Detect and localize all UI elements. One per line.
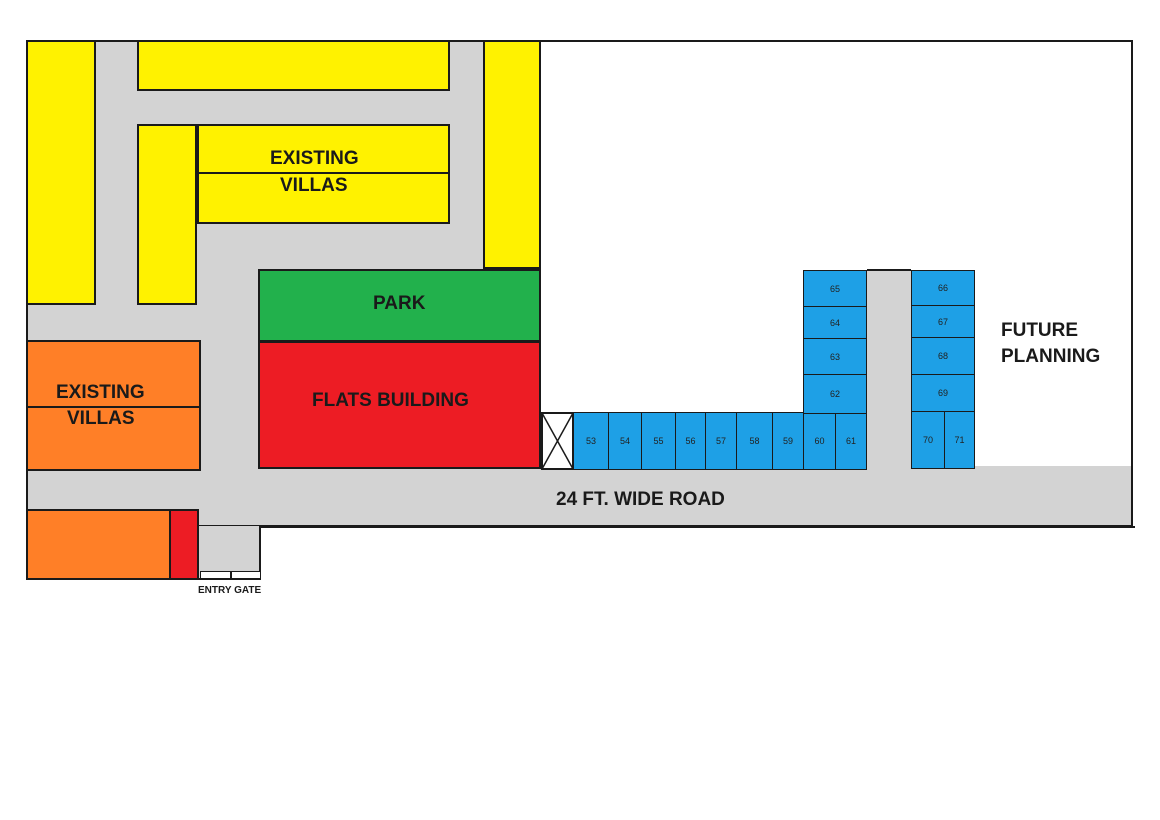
plot-54: 54 (608, 412, 642, 470)
crossed-box (541, 412, 574, 470)
plot-57: 57 (705, 412, 737, 470)
plot-67: 67 (911, 305, 975, 338)
outside-area (261, 528, 1151, 608)
park-label: PARK (373, 293, 426, 314)
future-planning-label-2: PLANNING (1001, 346, 1101, 367)
road-label: 24 FT. WIDE ROAD (556, 489, 725, 510)
yellow-villa-1 (26, 40, 96, 305)
plot-58: 58 (736, 412, 773, 470)
existing-villas-label-2: VILLAS (280, 175, 348, 196)
plot-68: 68 (911, 337, 975, 375)
flats-building (258, 341, 541, 469)
orange-villa-1 (26, 340, 201, 408)
orange-villas-label-2: VILLAS (67, 408, 135, 429)
entry-gate-label: ENTRY GATE (198, 585, 262, 596)
plot-60: 60 (803, 412, 836, 470)
outside-area-edge (259, 526, 1135, 528)
yellow-villa-5 (197, 172, 450, 224)
flats-building-label: FLATS BUILDING (312, 390, 469, 411)
yellow-villa-2 (137, 40, 450, 91)
orange-villa-3 (26, 509, 171, 580)
yellow-villa-6 (483, 40, 541, 269)
internal-road (867, 269, 911, 469)
plot-55: 55 (641, 412, 676, 470)
yellow-villa-4 (197, 124, 450, 174)
future-planning-label-1: FUTURE (1001, 320, 1079, 341)
yellow-villa-3 (137, 124, 197, 305)
plot-62: 62 (803, 374, 867, 414)
existing-villas-label-1: EXISTING (270, 148, 359, 169)
plot-59: 59 (772, 412, 804, 470)
orange-villas-label-1: EXISTING (56, 382, 145, 403)
red-gate-block (169, 509, 199, 580)
orange-villa-2 (26, 406, 201, 471)
plot-64: 64 (803, 306, 867, 339)
plot-65: 65 (803, 270, 867, 307)
plot-63: 63 (803, 338, 867, 375)
plot-66: 66 (911, 270, 975, 306)
plot-61: 61 (835, 412, 867, 470)
entry-gate-right (231, 571, 261, 579)
plot-70: 70 (911, 411, 945, 469)
plot-71: 71 (944, 411, 975, 469)
entry-gate-left (200, 571, 231, 579)
plot-56: 56 (675, 412, 706, 470)
plot-53: 53 (573, 412, 609, 470)
plot-69: 69 (911, 374, 975, 412)
